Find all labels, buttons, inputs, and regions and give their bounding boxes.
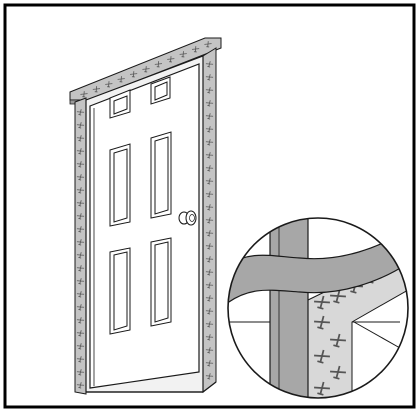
tape-print-icon	[191, 46, 200, 53]
tape-print-icon	[92, 86, 101, 93]
tape-print-icon	[205, 61, 214, 68]
tape-print-icon	[205, 243, 214, 250]
tape-print-icon	[205, 334, 214, 341]
header-tape-marks	[80, 41, 212, 98]
tape-print-icon	[76, 382, 85, 389]
tape-print-icon	[76, 200, 85, 207]
tape-print-icon	[76, 278, 85, 285]
tape-print-icon	[205, 74, 214, 81]
tape-print-icon	[117, 76, 125, 83]
tape-print-icon	[205, 191, 214, 198]
tape-print-icon	[205, 113, 214, 120]
tape-print-icon	[205, 100, 214, 107]
left-jamb-tape-marks	[76, 109, 85, 389]
tape-print-icon	[205, 360, 214, 367]
tape-print-icon	[205, 321, 214, 328]
tape-print-icon	[330, 333, 346, 348]
tape-print-icon	[205, 295, 214, 302]
tape-print-icon	[205, 282, 214, 289]
tape-print-icon	[76, 213, 85, 220]
tape-print-icon	[76, 291, 85, 298]
tape-print-icon	[154, 61, 163, 68]
tape-print-icon	[330, 289, 346, 304]
door-panels	[109, 76, 172, 335]
tape-print-icon	[76, 356, 85, 363]
tape-print-icon	[205, 165, 214, 172]
tape-print-icon	[76, 135, 85, 142]
tape-print-icon	[205, 87, 214, 94]
tape-print-icon	[179, 51, 187, 58]
tape-print-icon	[205, 126, 214, 133]
tape-print-icon	[76, 226, 85, 233]
tape-print-icon	[76, 109, 85, 116]
tape-print-icon	[205, 347, 214, 354]
tape-print-icon	[205, 139, 214, 146]
tape-print-icon	[314, 315, 330, 330]
tape-print-icon	[314, 349, 330, 364]
door-knob	[178, 210, 197, 226]
tape-print-icon	[142, 66, 150, 73]
tape-print-icon	[76, 304, 85, 311]
tape-print-icon	[205, 152, 214, 159]
tape-print-icon	[205, 230, 214, 237]
tape-print-icon	[80, 91, 88, 98]
tape-print-icon	[205, 256, 214, 263]
tape-print-icon	[205, 178, 214, 185]
tape-print-icon	[204, 41, 212, 48]
detail-horizontal-tape	[228, 226, 408, 306]
tape-print-icon	[76, 252, 85, 259]
tape-print-icon	[129, 71, 138, 78]
tape-print-icon	[76, 187, 85, 194]
tape-print-icon	[76, 161, 85, 168]
tape-print-icon	[314, 381, 330, 396]
tape-print-icon	[167, 56, 175, 63]
right-jamb-tape-marks	[205, 61, 214, 380]
tape-print-icon	[205, 373, 214, 380]
tape-print-icon	[76, 330, 85, 337]
tape-print-icon	[205, 204, 214, 211]
tape-print-icon	[105, 81, 113, 88]
tape-print-icon	[76, 239, 85, 246]
tape-print-icon	[205, 269, 214, 276]
detail-magnifier	[227, 217, 409, 399]
left-jamb-tape	[74, 97, 87, 395]
tape-print-icon	[314, 295, 330, 310]
door-slab	[89, 63, 200, 389]
tape-print-icon	[76, 174, 85, 181]
tape-print-icon	[330, 365, 346, 380]
tape-print-icon	[205, 308, 214, 315]
tape-print-icon	[76, 343, 85, 350]
threshold	[86, 381, 217, 393]
tape-print-icon	[205, 217, 214, 224]
tape-print-icon	[76, 148, 85, 155]
tape-print-icon	[76, 122, 85, 129]
tape-print-icon	[76, 369, 85, 376]
tape-print-icon	[76, 317, 85, 324]
tape-print-icon	[76, 265, 85, 272]
